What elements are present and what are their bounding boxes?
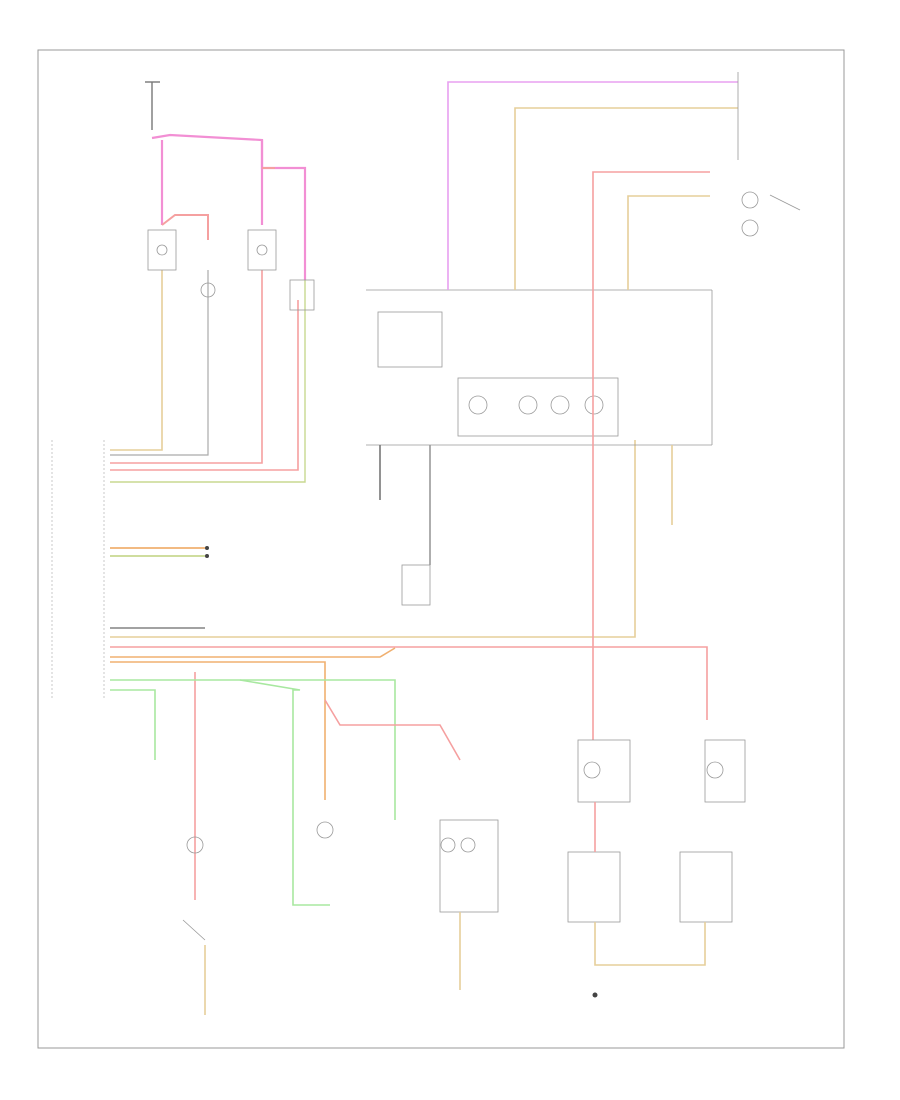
connector-strip xyxy=(51,440,105,700)
right-door-lamp-box xyxy=(679,739,746,923)
mid-bus-wires xyxy=(110,440,708,906)
diagram-frame xyxy=(37,49,845,1049)
left-door-lamp-box xyxy=(567,739,631,923)
trunk-lamp xyxy=(186,836,204,854)
center-relay xyxy=(247,229,277,271)
dimmer-module xyxy=(401,564,431,606)
left-relay xyxy=(147,229,177,271)
reading-lamp xyxy=(316,821,334,839)
left-lamp-relay xyxy=(200,282,216,298)
cluster-feed-wires xyxy=(379,81,738,740)
glove-box-switch xyxy=(182,919,206,1015)
fuse-feed-group xyxy=(110,81,307,483)
door-switch-ground-wire xyxy=(594,922,706,966)
courtesy-lamp-box xyxy=(439,819,499,990)
headlamp-switch xyxy=(737,72,801,237)
ground-symbol xyxy=(592,992,598,998)
right-relay xyxy=(289,279,315,311)
dimmer-wires xyxy=(110,546,209,558)
instrument-cluster-box xyxy=(366,289,713,446)
